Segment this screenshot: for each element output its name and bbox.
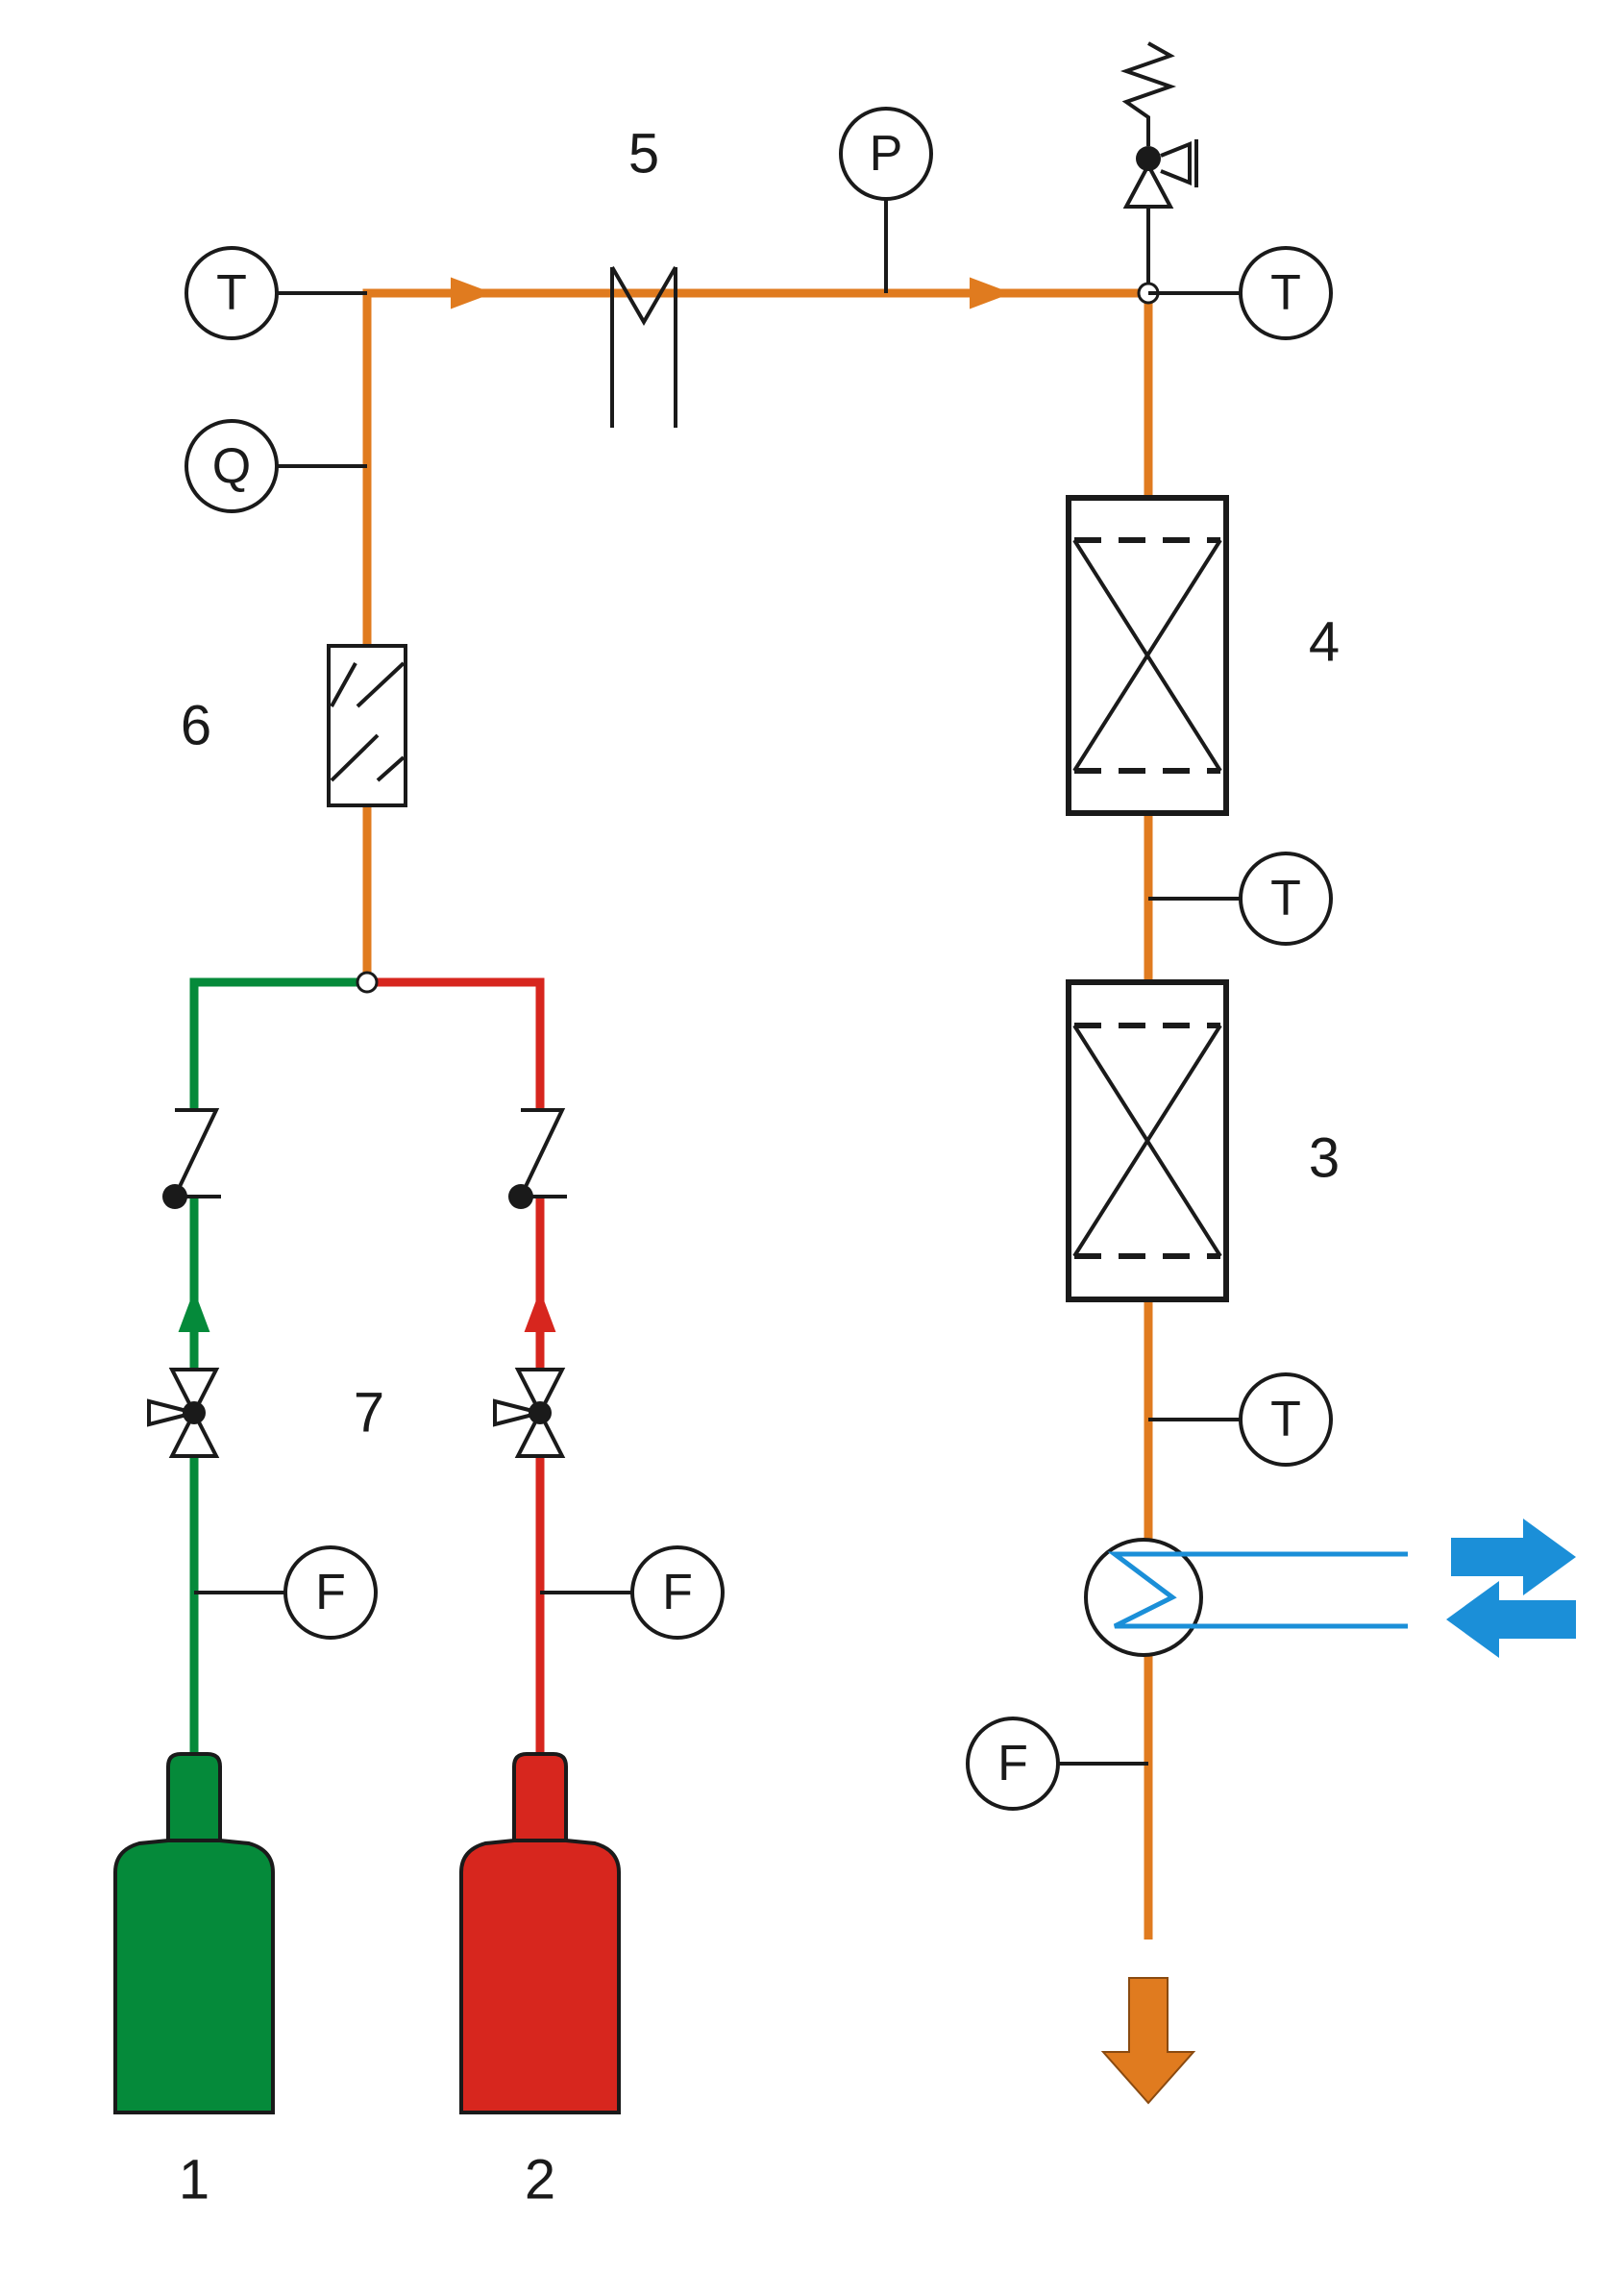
flow-arrow-header-1 <box>451 277 493 309</box>
pressure-indicator: P <box>839 107 933 201</box>
heater-5-symbol <box>610 265 677 428</box>
coolant-out-arrow-icon <box>1451 1519 1576 1595</box>
quality-analyzer-label: Q <box>212 438 251 494</box>
flow-arrow-gas-1 <box>178 1290 210 1332</box>
quality-analyzer: Q <box>185 419 279 513</box>
label-reactor-4: 4 <box>1309 611 1340 674</box>
gas-2-line-upper <box>367 977 545 1110</box>
reactor-3 <box>1066 979 1229 1302</box>
label-mixer-6: 6 <box>181 695 211 757</box>
flow-indicator-gas-1-label: F <box>315 1565 346 1620</box>
coolant-in-arrow-icon <box>1446 1581 1576 1658</box>
temperature-indicator-outlet: T <box>1239 246 1333 340</box>
junction-mix <box>356 971 379 994</box>
mixed-line-upper <box>362 288 1148 646</box>
temperature-indicator-inlet: T <box>185 246 279 340</box>
control-valve-gas-1 <box>147 1368 220 1458</box>
gas-cylinder-1 <box>113 1752 275 2114</box>
flow-indicator-outlet: F <box>966 1717 1060 1811</box>
temperature-indicator-inlet-label: T <box>216 265 247 321</box>
pressure-indicator-label: P <box>870 126 903 182</box>
heat-exchanger <box>1084 1538 1408 1657</box>
gas-1-line-upper <box>189 977 367 1110</box>
label-valves-7: 7 <box>354 1382 384 1445</box>
label-cylinder-2: 2 <box>525 2149 555 2211</box>
flow-indicator-gas-2-label: F <box>662 1565 693 1620</box>
flow-indicator-outlet-label: F <box>997 1736 1028 1791</box>
flow-indicator-gas-1: F <box>283 1545 378 1640</box>
label-reactor-3: 3 <box>1309 1127 1340 1190</box>
relief-valve <box>1120 41 1198 293</box>
check-valve-gas-2 <box>508 1108 567 1209</box>
control-valve-gas-2 <box>493 1368 566 1458</box>
flow-arrow-header-2 <box>970 277 1012 309</box>
label-heater-5: 5 <box>628 123 659 185</box>
reactor-4 <box>1066 495 1229 816</box>
temperature-indicator-below-reactor-3: T <box>1239 1372 1333 1467</box>
gas-cylinder-2 <box>459 1752 621 2114</box>
flow-indicator-gas-2: F <box>630 1545 725 1640</box>
label-cylinder-1: 1 <box>179 2149 209 2211</box>
product-outlet-arrow-icon <box>1100 1977 1196 2105</box>
temperature-indicator-outlet-label: T <box>1270 265 1301 321</box>
flow-arrow-gas-2 <box>524 1290 556 1332</box>
static-mixer-6 <box>327 644 407 807</box>
temperature-indicator-below-reactor-3-label: T <box>1270 1392 1301 1447</box>
temperature-indicator-between-reactors-label: T <box>1270 871 1301 926</box>
temperature-indicator-between-reactors: T <box>1239 852 1333 946</box>
check-valve-gas-1 <box>162 1108 221 1209</box>
